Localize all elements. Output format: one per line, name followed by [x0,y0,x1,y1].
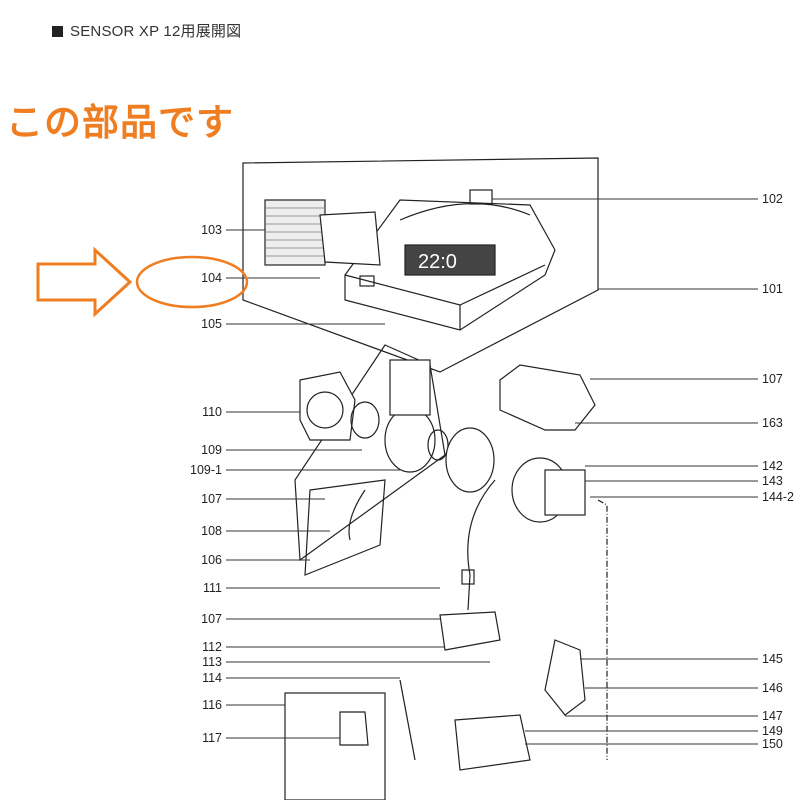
part-label-108: 108 [201,524,222,538]
part-label-142: 142 [762,459,783,473]
part-label-114: 114 [202,671,222,685]
part-label-146: 146 [762,681,783,695]
part-label-109: 109 [201,443,222,457]
fan-part-109-1 [384,407,436,473]
part-label-105: 105 [201,317,222,331]
part-label-107: 107 [762,372,783,386]
upper-assembly-frame [242,157,599,373]
motor-cover-part-163 [499,364,596,431]
part-label-109-1: 109-1 [190,463,222,477]
part-label-113: 113 [202,655,222,669]
part-label-144-2: 144-2 [762,490,794,504]
knob-part-102 [469,189,493,205]
part-label-103: 103 [201,223,222,237]
part-label-107: 107 [201,492,222,506]
part-label-102: 102 [762,192,783,206]
diagram-title: SENSOR XP 12用展開図 [52,20,241,41]
part-label-104: 104 [201,271,222,285]
part-label-149: 149 [762,724,783,738]
part-label-117: 117 [202,731,222,745]
part-label-112: 112 [202,640,222,654]
part-112 [439,611,501,651]
filter-part-103 [264,199,326,266]
highlight-ellipse [135,255,249,309]
part-label-147: 147 [762,709,783,723]
svg-text:22:0: 22:0 [418,251,457,273]
callout-text: この部品です [6,102,234,143]
part-lower [454,714,531,771]
part-110 [299,371,356,441]
part-label-110: 110 [202,405,222,419]
part-label-145: 145 [762,652,783,666]
part-label-106: 106 [201,553,222,567]
part-111 [445,427,495,493]
part-145 [544,639,586,716]
highlight-annotation [36,246,249,318]
pointer-arrow-icon [36,246,133,318]
part-label-111: 111 [202,581,222,595]
part-116-frame [284,692,386,800]
part-label-150: 150 [762,737,783,751]
square-bullet-icon [52,26,63,37]
ring-part [427,429,449,461]
ring-part-109 [350,401,380,439]
title-text: SENSOR XP 12用展開図 [70,23,242,40]
part-label-101: 101 [762,282,783,296]
part-label-116: 116 [202,698,222,712]
part-label-163: 163 [762,416,783,430]
main-housing-part: 22:0 [344,199,556,331]
part-label-143: 143 [762,474,783,488]
part-106-frame [304,479,386,576]
filter-cover-part-104 [319,211,381,266]
part-label-107: 107 [201,612,222,626]
